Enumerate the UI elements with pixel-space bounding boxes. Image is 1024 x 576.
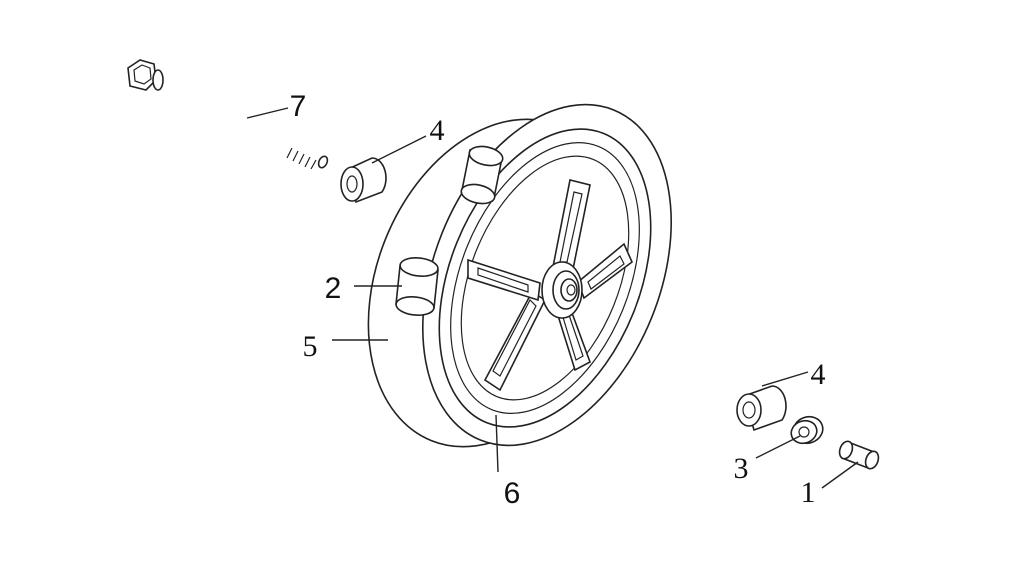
callout-tire: 5 [303, 330, 318, 363]
callout-rim: 6 [504, 477, 521, 510]
wheel-spokes [467, 179, 633, 392]
callout-sleeve: 1 [801, 476, 816, 509]
callout-bearing: 2 [325, 272, 342, 305]
bearing-top [460, 145, 504, 205]
leader-axle [246, 107, 289, 119]
leader-spacer-right [761, 371, 809, 387]
callout-labels: 7 4 2 5 6 4 3 1 [290, 90, 826, 510]
sleeve [838, 440, 880, 470]
spacer-right [736, 385, 787, 432]
axle-bolt-head [127, 59, 164, 91]
callout-spacer-top: 4 [430, 114, 445, 147]
callout-washer: 3 [734, 452, 749, 485]
axle-thread [286, 147, 317, 170]
leader-lines [246, 107, 859, 489]
callout-spacer-right: 4 [811, 358, 826, 391]
leader-spacer-top [371, 135, 427, 164]
leader-sleeve [821, 461, 859, 489]
leader-rim [495, 414, 499, 473]
callout-axle: 7 [290, 90, 307, 123]
leader-washer [755, 435, 801, 459]
bearing-left [395, 257, 439, 316]
wheel-hub [541, 261, 583, 319]
spacer-top [340, 157, 387, 204]
axle-bolt [127, 59, 329, 170]
washer [790, 415, 824, 445]
wheel-assembly [367, 103, 672, 448]
